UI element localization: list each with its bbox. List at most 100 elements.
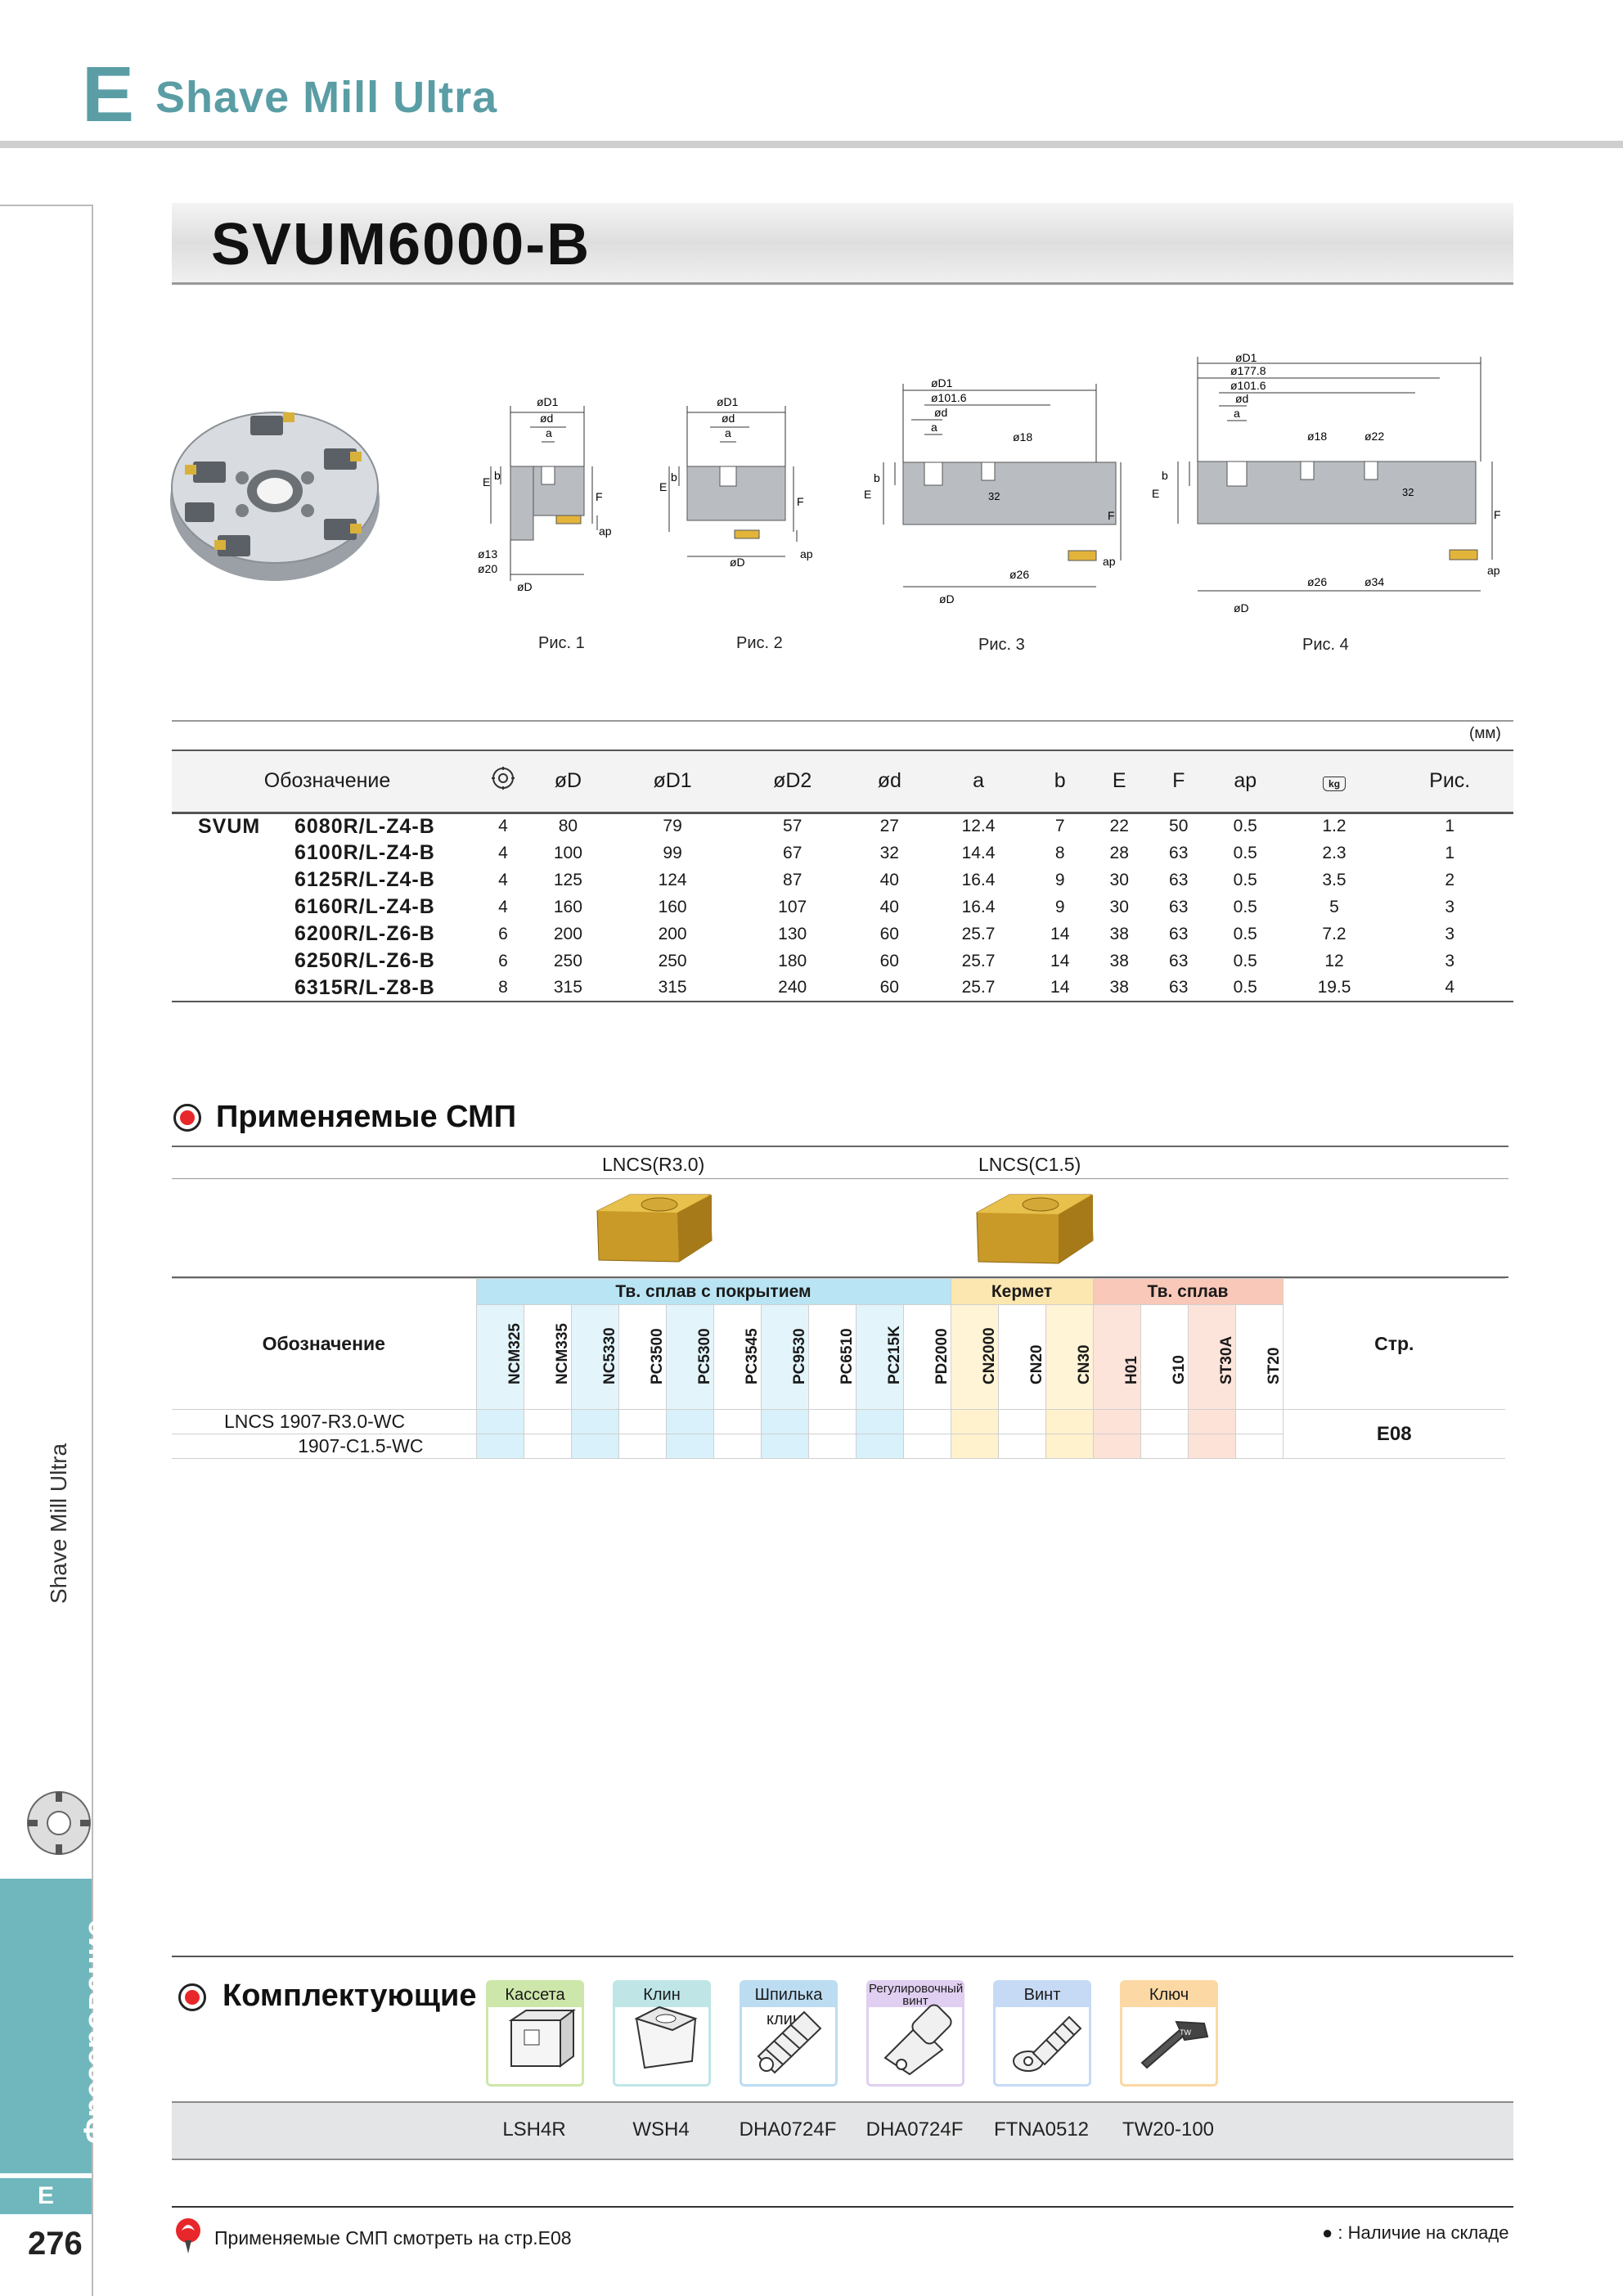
stock-cell xyxy=(570,1409,619,1434)
grade-group-row: Обозначение Тв. сплав с покрытием Кермет… xyxy=(172,1278,1505,1410)
designation-cell: 6250R/L-Z6-B xyxy=(294,949,435,972)
fig4-dim-d18: ø18 xyxy=(1307,430,1327,443)
value-cell-D1: 315 xyxy=(612,975,733,1002)
stock-cell xyxy=(1187,1434,1236,1459)
fig3-dim-b: b xyxy=(874,471,880,484)
grade-label: PC215K xyxy=(886,1326,903,1384)
stock-cell xyxy=(997,1434,1046,1459)
grade-col-pd2000: PD2000 xyxy=(902,1304,951,1410)
fig3-dim-d1016: ø101.6 xyxy=(931,391,967,404)
fig2-dim-dD: øD xyxy=(730,556,745,569)
grade-col-h01: H01 xyxy=(1092,1304,1141,1410)
value-cell-F: 50 xyxy=(1169,817,1189,836)
fig4-dim-d1016: ø101.6 xyxy=(1230,379,1266,392)
accessory-code: DHA0724F xyxy=(865,2118,964,2141)
value-cell-D2: 107 xyxy=(778,897,807,916)
fig1-dim-d1: øD1 xyxy=(537,395,559,408)
fig2-dim-b: b xyxy=(671,470,677,484)
grade-label: G10 xyxy=(1171,1355,1188,1384)
value-cell-D1: 200 xyxy=(658,924,687,943)
inserts-bullet xyxy=(173,1104,201,1132)
stock-cell xyxy=(807,1409,856,1434)
stock-cell xyxy=(475,1409,524,1434)
fig4-dim-d1: øD1 xyxy=(1235,352,1257,364)
grade-col-cn2000: CN2000 xyxy=(950,1304,999,1410)
stock-cell xyxy=(523,1434,572,1459)
grade-label: NC5330 xyxy=(601,1327,618,1384)
spec-top-rule xyxy=(172,720,1513,722)
accessory-card[interactable]: Клин xyxy=(613,1980,711,2087)
stock-cell xyxy=(760,1434,809,1459)
col-b: b xyxy=(1030,750,1090,814)
fig3-dim-e: E xyxy=(864,488,871,501)
figure-2-caption: Рис. 2 xyxy=(736,634,783,652)
value-cell-a: 25.7 xyxy=(961,951,996,970)
value-cell-E: 22 xyxy=(1109,817,1129,836)
grade-label: PC3545 xyxy=(744,1328,761,1384)
fig1-dim-dD: øD xyxy=(517,580,533,593)
value-cell-d: 27 xyxy=(879,817,899,836)
insert-image-c15 xyxy=(976,1194,1094,1264)
stock-cell xyxy=(665,1409,714,1434)
fig1-dim-f: F xyxy=(596,490,603,503)
value-cell-D1: 250 xyxy=(658,951,687,970)
stock-cell xyxy=(618,1434,667,1459)
value-cell-ap: 0.5 xyxy=(1233,897,1257,916)
accessory-label: Клин xyxy=(615,1983,708,2007)
accessory-card[interactable]: Винт xyxy=(993,1980,1091,2087)
fig1-dim-e: E xyxy=(483,475,490,488)
value-cell-D2: 57 xyxy=(783,817,803,836)
stock-cell xyxy=(1234,1434,1284,1459)
value-cell-D2: 130 xyxy=(778,924,807,943)
accessory-code: WSH4 xyxy=(632,2118,690,2141)
sidebar-tab[interactable] xyxy=(0,1879,92,2173)
grade-label: PC9530 xyxy=(791,1328,808,1384)
teeth-cell: 4 xyxy=(498,870,508,889)
value-cell-D: 80 xyxy=(558,817,578,836)
grade-label: PD2000 xyxy=(933,1328,951,1384)
designation-cell: 6200R/L-Z6-B xyxy=(294,922,435,945)
value-cell-D: 125 xyxy=(553,870,582,889)
accessory-card[interactable]: Кассета xyxy=(486,1980,584,2087)
cassette-icon xyxy=(508,2009,576,2068)
fig3-dim-dD: øD xyxy=(939,592,955,606)
weight-icon: kg xyxy=(1323,777,1347,792)
adjusting-screw-icon xyxy=(883,2004,952,2076)
value-cell-F: 63 xyxy=(1169,870,1189,889)
value-cell-D: 200 xyxy=(553,924,582,943)
value-cell-kg: 7.2 xyxy=(1322,924,1347,943)
grade-top-rule xyxy=(172,1276,1508,1278)
accessory-card[interactable]: Регулировочный винт xyxy=(866,1980,964,2087)
figure-1-caption: Рис. 1 xyxy=(538,634,585,652)
accessory-label: Шпилька клина xyxy=(742,1983,835,2028)
insert-designation: 1907-C1.5-WC xyxy=(172,1434,477,1459)
teeth-cell: 8 xyxy=(483,975,524,1002)
stock-cell xyxy=(1234,1409,1284,1434)
value-cell-D: 100 xyxy=(553,843,582,862)
fig3-dim-32: 32 xyxy=(988,490,1000,502)
fig3-dim-ap: ap xyxy=(1103,555,1116,568)
col-D1: øD1 xyxy=(612,750,733,814)
footer-legend: ● : Наличие на складе xyxy=(1322,2222,1509,2243)
accessories-top-rule xyxy=(172,1956,1513,1957)
grade-col-ncm335: NCM335 xyxy=(523,1304,572,1410)
value-cell-D: 250 xyxy=(553,951,582,970)
stock-cell xyxy=(713,1434,762,1459)
insert-page-ref[interactable]: E08 xyxy=(1282,1409,1505,1459)
grade-col-g10: G10 xyxy=(1140,1304,1189,1410)
fig2-dim-e: E xyxy=(659,480,667,493)
figure-3-caption: Рис. 3 xyxy=(978,636,1025,654)
accessory-card[interactable]: Шпилька клина xyxy=(740,1980,838,2087)
teeth-cell: 4 xyxy=(498,897,508,916)
grade-data-row: 1907-C1.5-WC xyxy=(172,1434,1505,1459)
fig1-dim-d13: ø13 xyxy=(478,547,497,560)
figure-4-drawing: øD1 ø177.8 ø101.6 ød a ø18 ø22 b E 32 F … xyxy=(1152,352,1501,615)
screw-icon xyxy=(1013,2015,1082,2072)
fig4-dim-f: F xyxy=(1494,508,1501,521)
value-cell-b: 14 xyxy=(1050,924,1070,943)
value-cell-ap: 0.5 xyxy=(1207,975,1283,1002)
